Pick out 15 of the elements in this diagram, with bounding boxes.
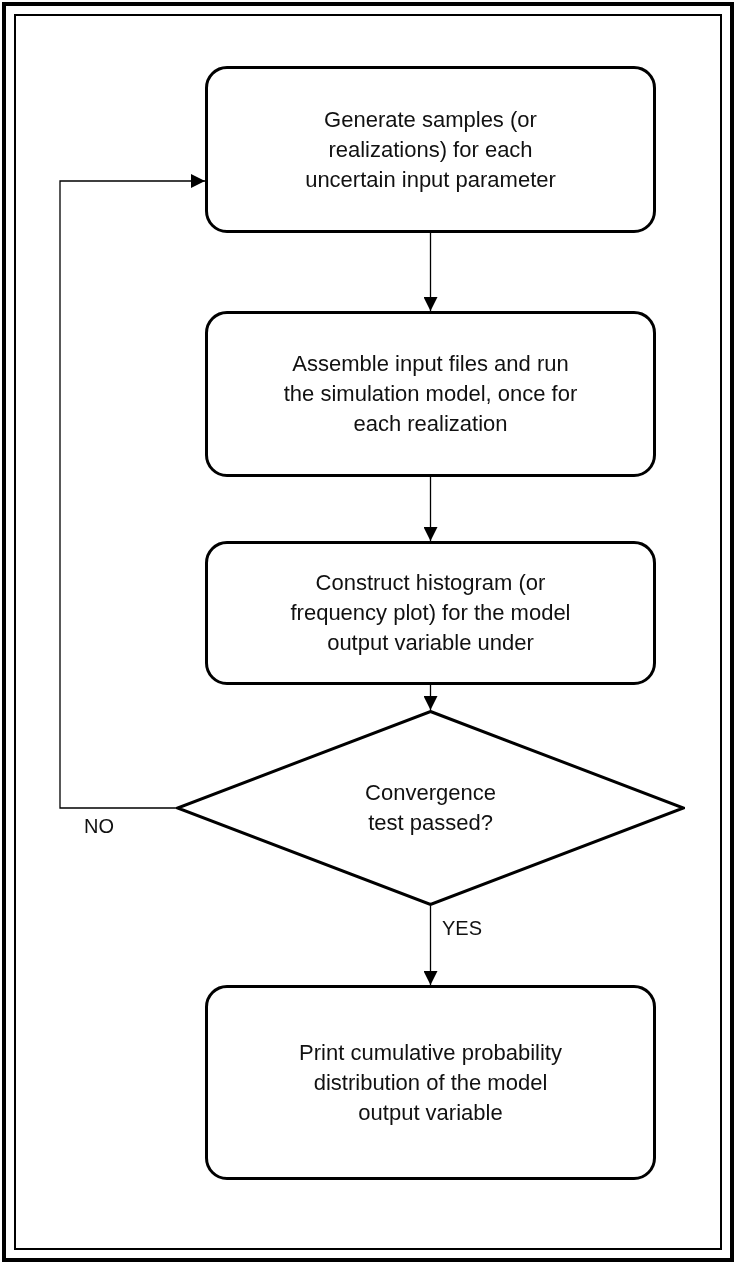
node-text: Assemble input files and run the simulation model, once for each realization [282,350,579,438]
node-text: Print cumulative probability distribution of the model output variable [298,1038,563,1127]
arrow [423,232,438,312]
arrow [423,684,438,711]
process-box [205,311,656,477]
arrow [59,174,206,809]
arrow [423,905,438,986]
decision-diamond [176,710,685,906]
node-text: Convergence test passed? [364,779,497,837]
process-box [205,985,656,1180]
node-text: Construct histogram (or frequency plot) for the model output variable under [289,569,572,657]
arrow [423,476,438,542]
process-box [205,66,656,233]
node-text: Generate samples (or realizations) for each uncertain input parameter [304,105,557,194]
process-box [205,541,656,685]
